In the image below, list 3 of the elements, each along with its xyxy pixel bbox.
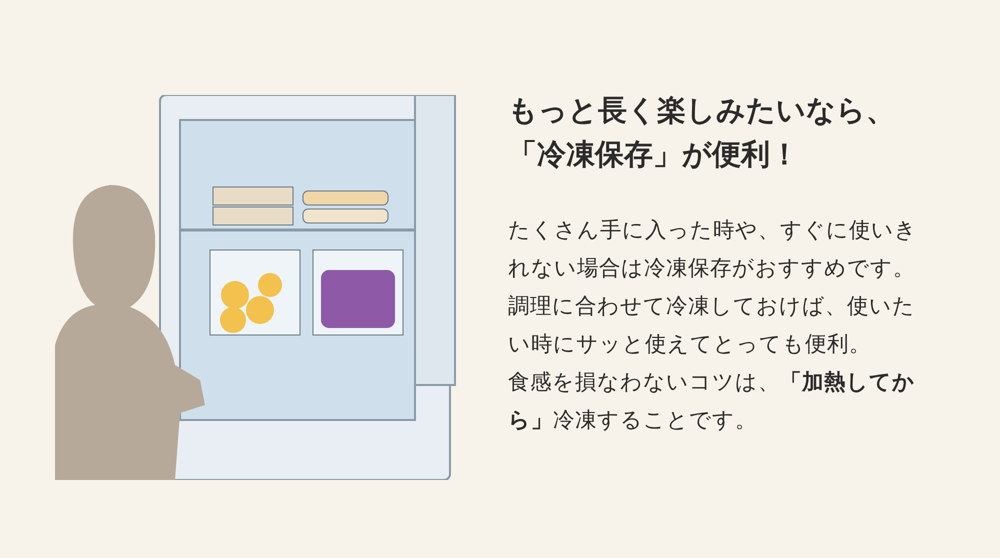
paragraph: たくさん手に入った時や、すぐに使いきれない場合は冷凍保存がおすすめです。調理に合わせて冷凍しておけば、使いたい時にサッと使えてとっても便利。 (508, 217, 918, 359)
heading: もっと長く楽しみたいなら、「冷凍保存」が便利！ (508, 92, 896, 173)
paragraph: 食感を損なわないコツは、「加熱してから」冷凍することです。 (508, 369, 916, 435)
